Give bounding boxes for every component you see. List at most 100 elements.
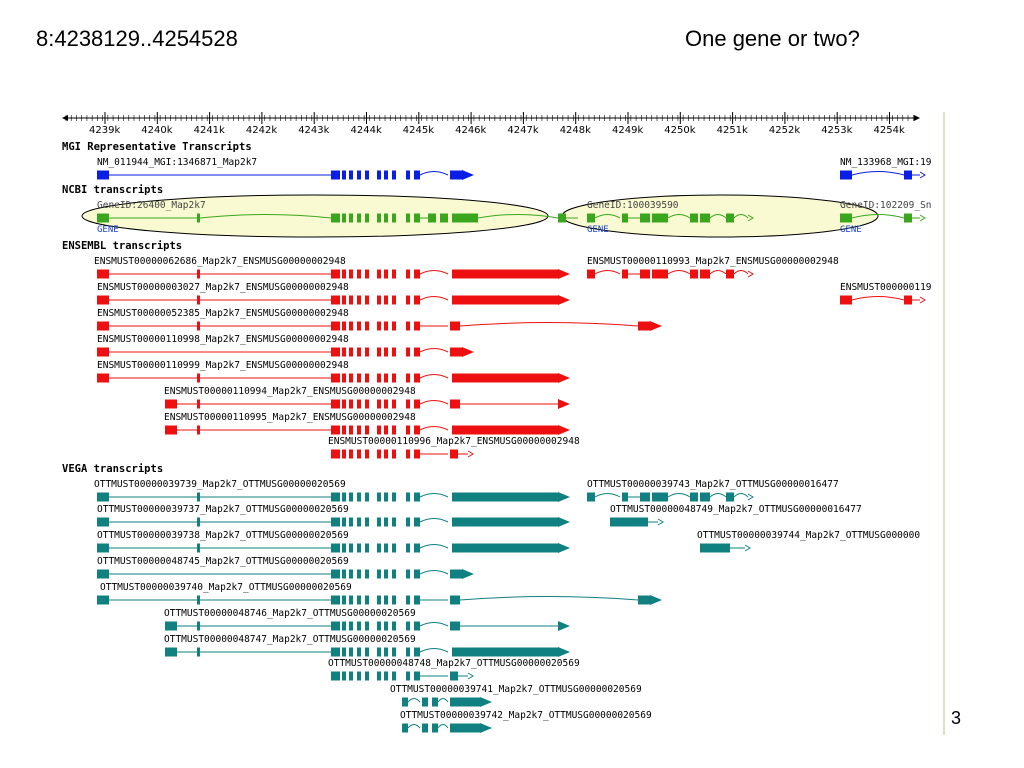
transcript-label: ENSMUST000000119 bbox=[840, 282, 932, 293]
gene-tag: GENE bbox=[97, 225, 119, 235]
exon bbox=[357, 425, 361, 435]
exon bbox=[414, 647, 420, 657]
exon bbox=[640, 269, 650, 279]
exon bbox=[342, 425, 346, 435]
exon bbox=[357, 671, 361, 681]
intron bbox=[667, 214, 691, 219]
transcript-label: OTTMUST00000048748_Map2k7_OTTMUSG0000002… bbox=[328, 658, 580, 669]
intron bbox=[733, 270, 749, 275]
exon bbox=[384, 347, 388, 357]
exon bbox=[384, 647, 388, 657]
exon bbox=[342, 647, 346, 657]
intron bbox=[594, 493, 621, 498]
exon bbox=[377, 213, 381, 223]
ruler-tick-label: 4244k bbox=[351, 125, 382, 136]
exon bbox=[357, 269, 361, 279]
transcript-ensembl: ENSMUST00000110993_Map2k7_ENSMUSG0000000… bbox=[587, 256, 839, 279]
exon bbox=[450, 621, 460, 631]
exon bbox=[392, 671, 396, 681]
exon bbox=[392, 213, 396, 223]
ruler-tick-label: 4251k bbox=[717, 125, 748, 136]
exon bbox=[452, 647, 558, 657]
transcript-label: ENSMUST00000003027_Map2k7_ENSMUSG0000000… bbox=[97, 282, 349, 293]
exon bbox=[377, 321, 381, 331]
exon bbox=[638, 595, 650, 605]
strand-arrow bbox=[558, 399, 570, 409]
exon bbox=[450, 671, 458, 681]
exon bbox=[392, 621, 396, 631]
intron bbox=[199, 214, 332, 219]
transcript-ensembl: ENSMUST00000110994_Map2k7_ENSMUSG0000000… bbox=[164, 386, 570, 409]
exon bbox=[197, 492, 200, 502]
exon bbox=[365, 269, 369, 279]
intron bbox=[594, 214, 621, 219]
exon bbox=[700, 269, 710, 279]
transcript-label: OTTMUST00000039738_Map2k7_OTTMUSG0000002… bbox=[97, 530, 349, 541]
exon bbox=[357, 399, 361, 409]
transcript-label: ENSMUST00000062686_Map2k7_ENSMUSG0000000… bbox=[94, 256, 346, 267]
transcript-label: OTTMUST00000048746_Map2k7_OTTMUSG0000002… bbox=[164, 608, 416, 619]
strand-arrow bbox=[480, 697, 492, 707]
exon bbox=[414, 543, 420, 553]
transcript-label: ENSMUST00000110998_Map2k7_ENSMUSG0000000… bbox=[97, 334, 349, 345]
exon bbox=[622, 213, 628, 223]
exon bbox=[700, 543, 730, 553]
exon bbox=[392, 269, 396, 279]
exon bbox=[357, 647, 361, 657]
transcript-vega: OTTMUST00000039737_Map2k7_OTTMUSG0000002… bbox=[97, 504, 570, 527]
exon bbox=[700, 213, 710, 223]
exon bbox=[97, 321, 109, 331]
exon bbox=[349, 425, 353, 435]
ruler-tick-label: 4254k bbox=[874, 125, 905, 136]
exon bbox=[365, 399, 369, 409]
exon bbox=[558, 213, 566, 223]
exon bbox=[97, 213, 109, 223]
exon bbox=[331, 492, 340, 502]
intron bbox=[709, 214, 727, 219]
exon bbox=[452, 269, 558, 279]
intron bbox=[437, 724, 449, 729]
transcript-vega: OTTMUST00000039739_Map2k7_OTTMUSG0000002… bbox=[94, 479, 570, 502]
exon bbox=[690, 269, 698, 279]
gene-tag: GENE bbox=[587, 225, 609, 235]
transcript-vega: OTTMUST00000039743_Map2k7_OTTMUSG0000001… bbox=[587, 479, 839, 502]
track-header: NCBI transcripts bbox=[62, 184, 163, 196]
exon bbox=[342, 621, 346, 631]
transcript-label: OTTMUST00000039744_Map2k7_OTTMUSG000000 bbox=[697, 530, 920, 541]
intron bbox=[419, 648, 449, 653]
exon bbox=[587, 269, 595, 279]
transcript-vega: OTTMUST00000048747_Map2k7_OTTMUSG0000002… bbox=[164, 634, 570, 657]
exon bbox=[414, 621, 420, 631]
exon bbox=[365, 647, 369, 657]
exon bbox=[365, 595, 369, 605]
question-title: One gene or two? bbox=[685, 26, 860, 51]
transcript-label: NM_133968_MGI:19 bbox=[840, 157, 932, 168]
exon bbox=[414, 671, 420, 681]
transcript-ensembl: ENSMUST00000110995_Map2k7_ENSMUSG0000000… bbox=[164, 412, 570, 435]
strand-arrow bbox=[558, 295, 570, 305]
exon bbox=[197, 595, 200, 605]
exon bbox=[342, 170, 346, 180]
exon bbox=[349, 492, 353, 502]
exon bbox=[357, 373, 361, 383]
ruler-tick-label: 4241k bbox=[194, 125, 225, 136]
transcript-label: GeneID:102209_Sn bbox=[840, 200, 932, 211]
exon bbox=[384, 621, 388, 631]
exon bbox=[450, 347, 462, 357]
intron bbox=[459, 322, 639, 327]
exon bbox=[414, 492, 420, 502]
exon bbox=[402, 723, 408, 733]
intron bbox=[419, 374, 449, 379]
exon bbox=[349, 621, 353, 631]
exon bbox=[97, 543, 109, 553]
exon bbox=[349, 269, 353, 279]
transcript-label: NM_011944_MGI:1346871_Map2k7 bbox=[97, 157, 257, 168]
ruler-tick-label: 4240k bbox=[141, 125, 172, 136]
exon bbox=[342, 449, 346, 459]
strand-arrow bbox=[558, 492, 570, 502]
exon bbox=[197, 647, 200, 657]
exon bbox=[450, 449, 458, 459]
